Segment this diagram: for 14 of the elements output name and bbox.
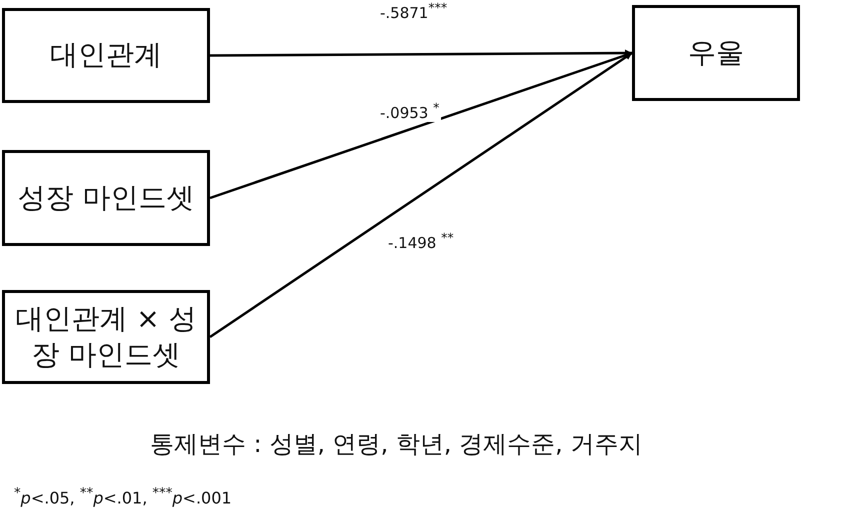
variable-label: 대인관계 × 성장 마인드셋 <box>14 300 198 373</box>
edge-label: -.0953 $^{*}$ <box>378 100 442 122</box>
variable-box <box>2 8 210 103</box>
control-variables-note: 통제변수 : 성별, 연령, 학년, 경제수준, 거주지 <box>150 429 642 460</box>
variable-box <box>632 5 800 101</box>
arrow <box>210 50 632 57</box>
variable-box <box>2 150 210 246</box>
significance-footnote: $^{*}$p<.05, $^{**}$p<.01, $^{***}$p<.001 <box>14 486 232 508</box>
arrow <box>209 52 633 338</box>
arrow <box>210 52 632 200</box>
variable-label: 성장 마인드셋 <box>16 180 196 216</box>
variable-box <box>2 290 210 384</box>
variable-label: 대인관계 <box>49 37 163 74</box>
variable-label: 우울 <box>687 34 745 71</box>
